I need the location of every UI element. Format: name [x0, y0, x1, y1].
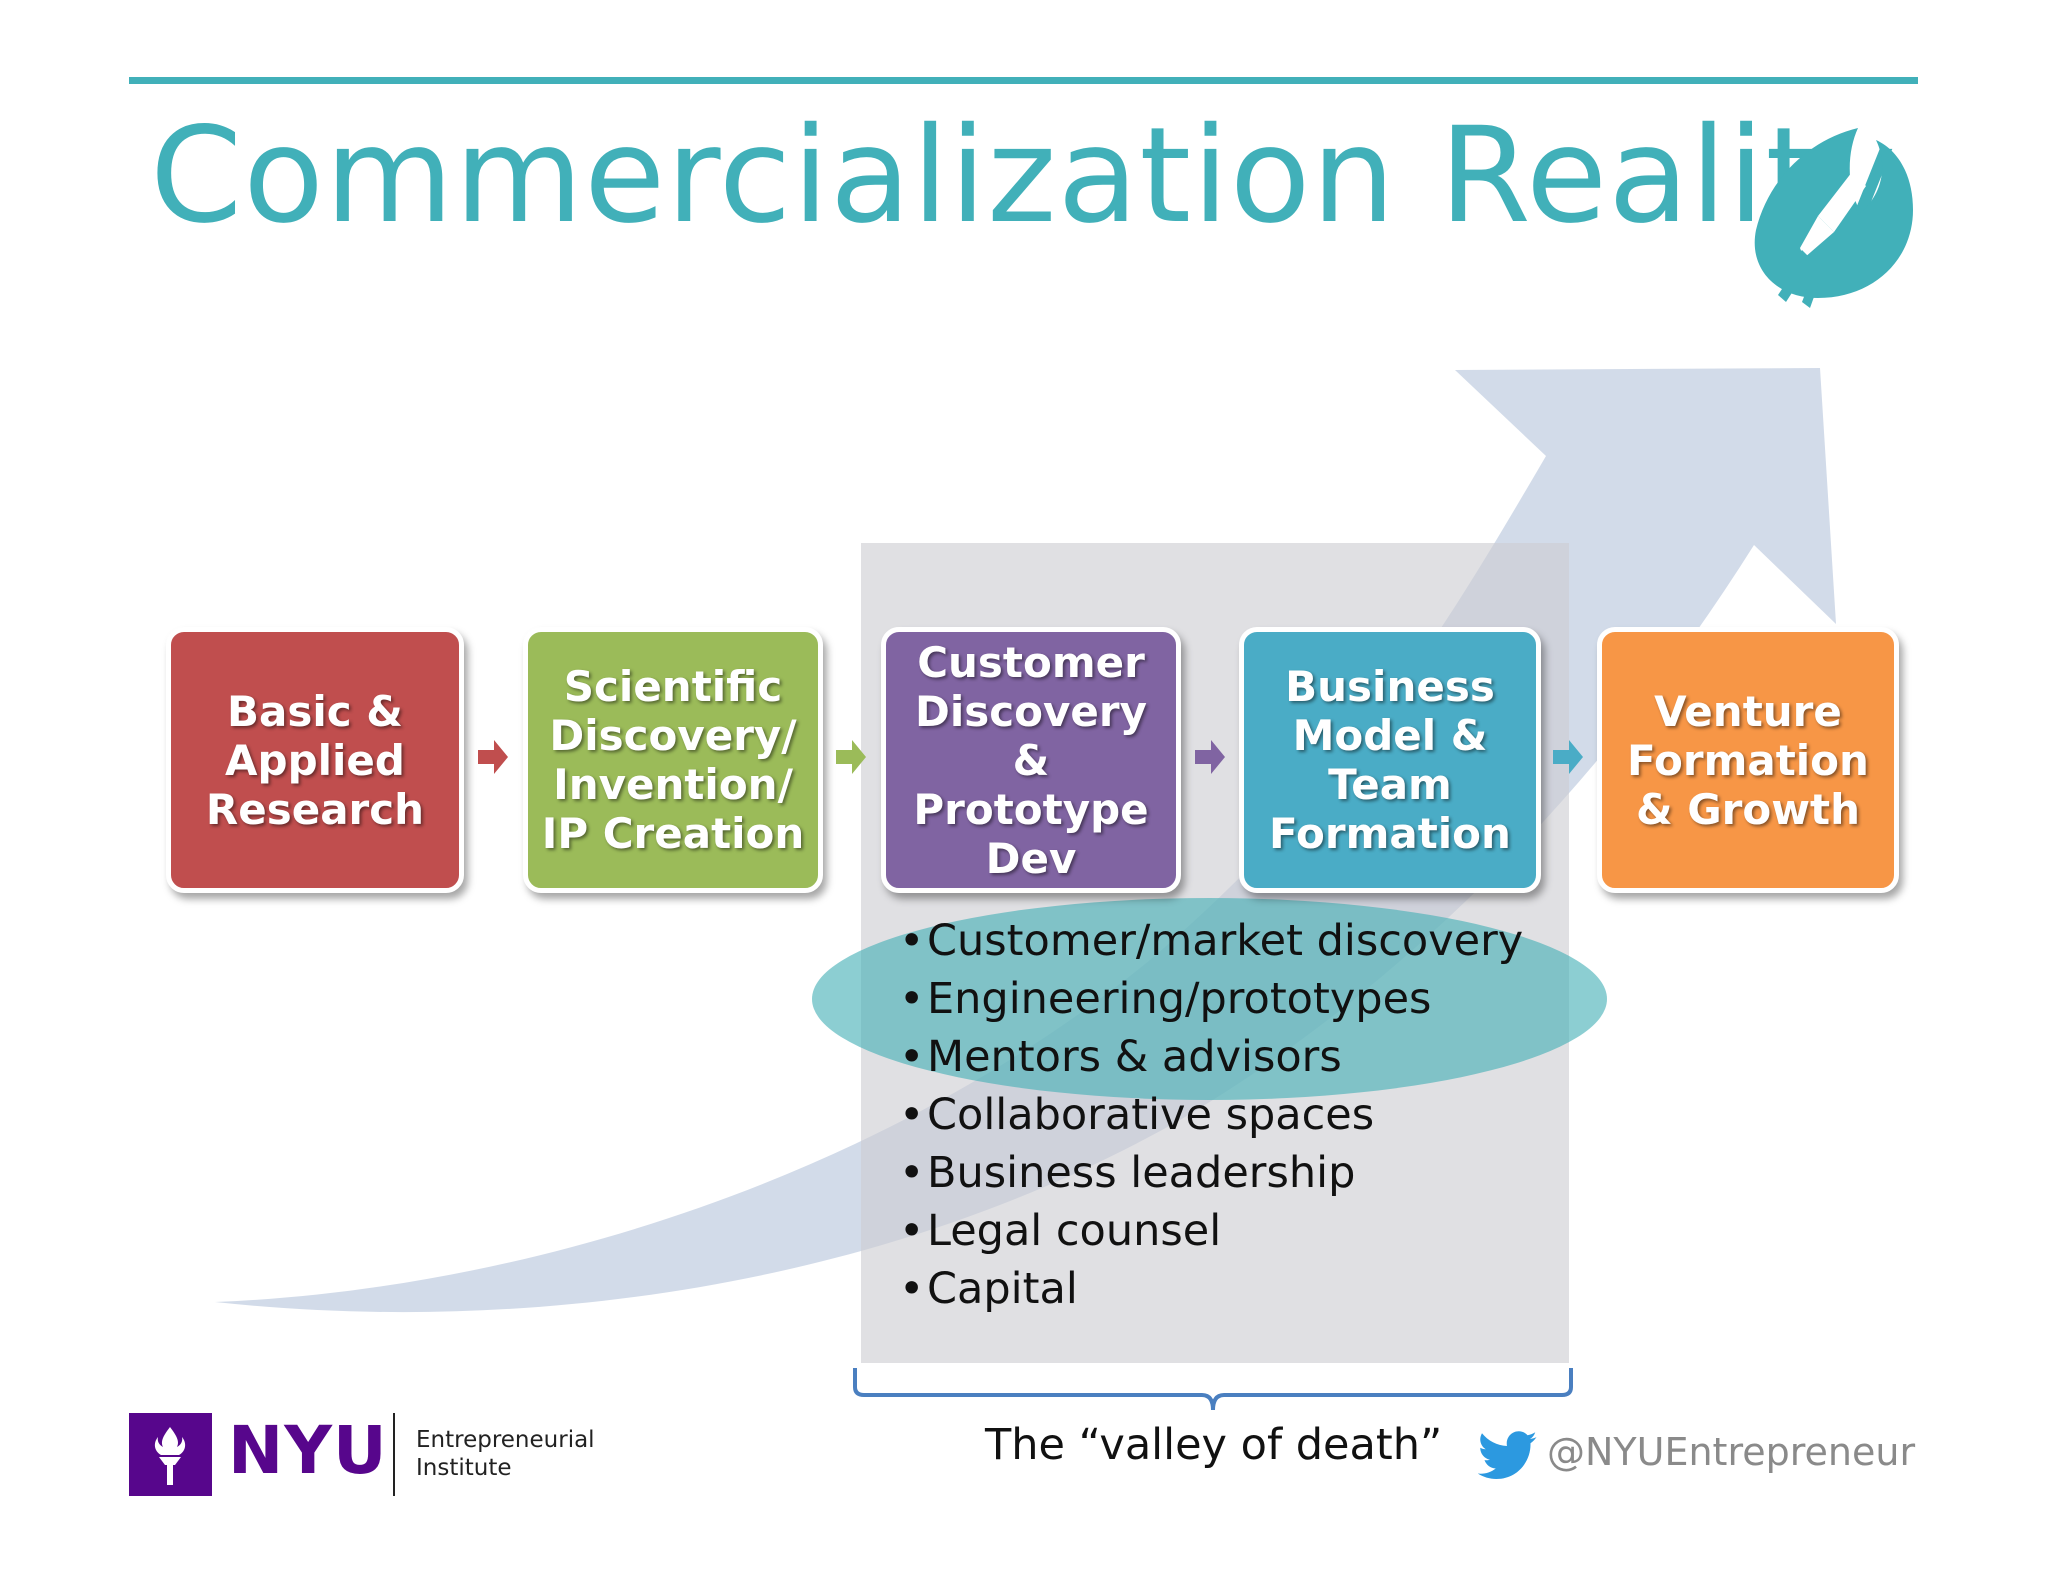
valley-brace [853, 1368, 1573, 1411]
list-item-text: Customer/market discovery [927, 916, 1524, 966]
bullet: • [899, 1148, 925, 1198]
needs-list: •Customer/market discovery •Engineering/… [899, 912, 1523, 1318]
bullet: • [899, 1264, 925, 1314]
twitter-handle[interactable]: @NYUEntrepreneur [1547, 1430, 1916, 1474]
institute-name: Entrepreneurial Institute [416, 1427, 595, 1481]
stage-customer-discovery: Customer Discovery & Prototype Dev [881, 627, 1181, 893]
stage-label: Scientific Discovery/ Invention/ IP Crea… [541, 662, 805, 858]
stage-scientific-discovery: Scientific Discovery/ Invention/ IP Crea… [523, 627, 823, 893]
valley-of-death-label: The “valley of death” [985, 1420, 1443, 1470]
list-item: •Capital [899, 1260, 1523, 1318]
arrow-right-icon [1553, 740, 1583, 774]
arrow-right-icon [1195, 740, 1225, 774]
list-item-text: Mentors & advisors [927, 1032, 1342, 1082]
divider [393, 1413, 395, 1496]
top-rule [129, 77, 1918, 84]
twitter-bird-icon [1478, 1431, 1537, 1479]
bullet: • [899, 974, 925, 1024]
bullet: • [899, 1206, 925, 1256]
list-item: •Engineering/prototypes [899, 970, 1523, 1028]
stage-label: Venture Formation & Growth [1627, 686, 1869, 834]
rocket-logo-icon [1754, 128, 1913, 308]
list-item: •Legal counsel [899, 1202, 1523, 1260]
stage-label: Basic & Applied Research [205, 686, 425, 834]
bullet: • [899, 916, 925, 966]
bullet: • [899, 1090, 925, 1140]
list-item: •Customer/market discovery [899, 912, 1523, 970]
list-item-text: Legal counsel [927, 1206, 1222, 1256]
highlight-ellipse [812, 898, 1607, 1100]
bullet: • [899, 1032, 925, 1082]
list-item: •Collaborative spaces [899, 1086, 1523, 1144]
list-item-text: Engineering/prototypes [927, 974, 1432, 1024]
list-item-text: Business leadership [927, 1148, 1356, 1198]
stage-label: Business Model & Team Formation [1269, 662, 1511, 858]
arrow-right-icon [836, 740, 866, 774]
stage-basic-applied-research: Basic & Applied Research [166, 627, 464, 893]
stage-business-model: Business Model & Team Formation [1239, 627, 1541, 893]
list-item: •Mentors & advisors [899, 1028, 1523, 1086]
stage-venture-formation: Venture Formation & Growth [1597, 627, 1899, 893]
nyu-torch-logo [129, 1413, 212, 1496]
torch-icon [154, 1427, 186, 1485]
list-item-text: Capital [927, 1264, 1078, 1314]
list-item: •Business leadership [899, 1144, 1523, 1202]
arrow-right-icon [478, 740, 508, 774]
list-item-text: Collaborative spaces [927, 1090, 1375, 1140]
stage-label: Customer Discovery & Prototype Dev [913, 637, 1149, 883]
page-title: Commercialization Reality [150, 99, 1898, 253]
nyu-wordmark: NYU [228, 1412, 388, 1489]
